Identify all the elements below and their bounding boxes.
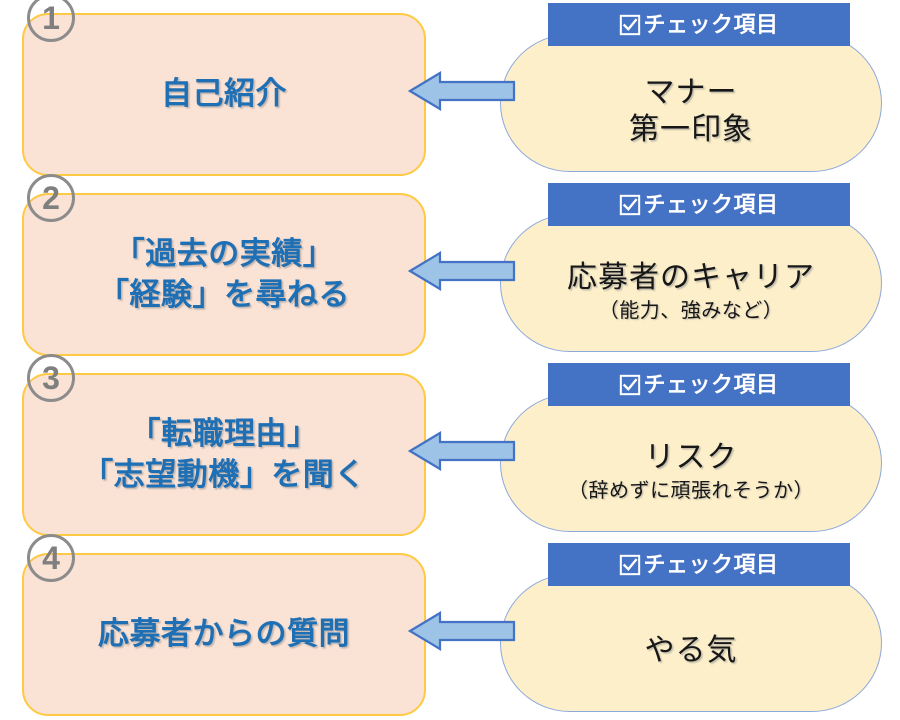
left-arrow-icon <box>408 608 516 654</box>
check-callout[interactable]: やる気 チェック項目 <box>500 543 882 712</box>
flow-row: 応募者からの質問 4 やる気 チェック項目 <box>0 534 900 720</box>
step-number: 4 <box>42 540 60 576</box>
left-arrow-icon <box>408 428 516 474</box>
check-header-bar: チェック項目 <box>548 543 850 586</box>
checkbox-checked-icon <box>620 554 641 575</box>
stage-label: 「転職理由」 「志望動機」を聞く <box>82 416 366 492</box>
step-number: 3 <box>42 360 60 396</box>
callout-body: やる気 <box>500 574 882 712</box>
stage-box[interactable]: 応募者からの質問 <box>22 553 426 716</box>
stage-label: 自己紹介 <box>161 76 287 112</box>
checkbox-checked-icon <box>620 194 641 215</box>
callout-body: リスク （辞めずに頑張れそうか） <box>500 394 882 532</box>
check-header-bar: チェック項目 <box>548 363 850 406</box>
step-number-circle: 4 <box>27 534 75 582</box>
callout-main-text: 応募者のキャリア <box>567 261 815 295</box>
stage-label: 「過去の実績」 「経験」を尋ねる <box>98 236 350 312</box>
callout-sub-text: （能力、強みなど） <box>598 299 784 322</box>
check-header-bar: チェック項目 <box>548 3 850 46</box>
callout-body: マナー 第一印象 <box>500 34 882 172</box>
stage-box[interactable]: 「過去の実績」 「経験」を尋ねる <box>22 193 426 356</box>
callout-main-text: やる気 <box>644 634 738 668</box>
flow-row: 「転職理由」 「志望動機」を聞く 3 リスク （辞めずに頑張れそうか） チェック… <box>0 354 900 540</box>
check-header-label: チェック項目 <box>643 11 779 37</box>
step-number: 1 <box>42 0 60 36</box>
callout-body: 応募者のキャリア （能力、強みなど） <box>500 214 882 352</box>
callout-main-text: リスク <box>644 441 738 475</box>
stage-label: 応募者からの質問 <box>98 616 350 652</box>
check-header-bar: チェック項目 <box>548 183 850 226</box>
step-number: 2 <box>42 180 60 216</box>
left-arrow-icon <box>408 248 516 294</box>
step-number-circle: 2 <box>27 174 75 222</box>
check-header-label: チェック項目 <box>643 191 779 217</box>
stage-box[interactable]: 自己紹介 <box>22 13 426 176</box>
callout-sub-text: （辞めずに頑張れそうか） <box>568 479 814 502</box>
step-number-circle: 3 <box>27 354 75 402</box>
flow-row: 「過去の実績」 「経験」を尋ねる 2 応募者のキャリア （能力、強みなど） チェ… <box>0 174 900 360</box>
check-header-label: チェック項目 <box>643 371 779 397</box>
left-arrow-icon <box>408 68 516 114</box>
check-callout[interactable]: マナー 第一印象 チェック項目 <box>500 3 882 172</box>
step-number-circle: 1 <box>27 0 75 42</box>
checkbox-checked-icon <box>620 14 641 35</box>
check-callout[interactable]: リスク （辞めずに頑張れそうか） チェック項目 <box>500 363 882 532</box>
check-header-label: チェック項目 <box>643 551 779 577</box>
stage-box[interactable]: 「転職理由」 「志望動機」を聞く <box>22 373 426 536</box>
callout-main-text: マナー 第一印象 <box>629 75 753 147</box>
checkbox-checked-icon <box>620 374 641 395</box>
flow-row: 自己紹介 1 マナー 第一印象 チェック項目 <box>0 0 900 180</box>
check-callout[interactable]: 応募者のキャリア （能力、強みなど） チェック項目 <box>500 183 882 352</box>
